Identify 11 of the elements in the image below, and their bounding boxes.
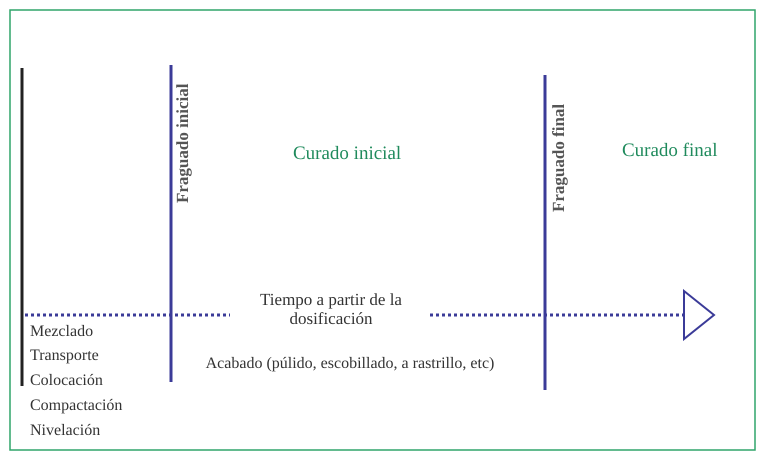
phase-label: Curado final [622,141,718,162]
activity-label: Transporte [30,347,99,365]
activity-label: Nivelación [30,422,100,440]
axis-label: Tiempo a partir de la dosificación [259,291,403,328]
activity-label: Compactación [30,397,122,415]
activity-label: Colocación [30,372,103,390]
milestone-label: Fraguado inicial [174,82,193,205]
activity-label: Mezclado [30,323,94,341]
milestone-label: Fraguado final [550,102,569,214]
finishing-note: Acabado (púlido, escobillado, a rastrillo, etc) [204,355,496,373]
phase-label: Curado inicial [293,144,402,165]
